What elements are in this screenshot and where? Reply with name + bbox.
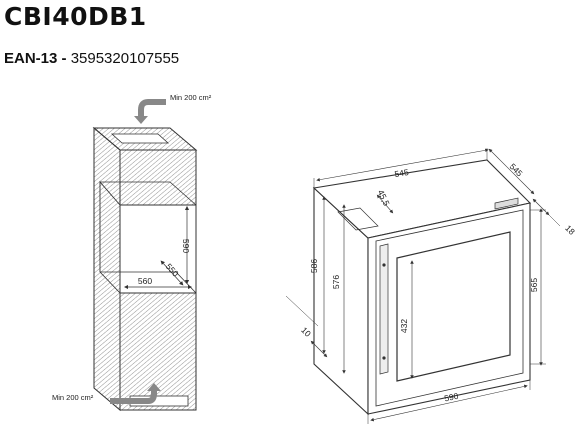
cabinet-side-panel xyxy=(93,126,121,412)
niche-width-label: 560 xyxy=(138,276,152,286)
door-height-label: 565 xyxy=(529,278,539,292)
model-title: CBI40DB1 xyxy=(4,2,147,31)
door-inner-frame xyxy=(375,209,524,407)
top-vent-label: Min 200 cm² xyxy=(170,93,212,102)
depth-side-label: 545 xyxy=(508,161,525,178)
depth-top-label: 545 xyxy=(394,167,410,179)
hinge-bracket xyxy=(494,197,519,210)
top-vent-opening xyxy=(110,133,170,144)
glass-panel xyxy=(396,231,511,382)
glass-height-label: 432 xyxy=(399,319,409,333)
ean-value: 3595320107555 xyxy=(70,50,180,67)
top-vent-arrow xyxy=(138,99,166,116)
door-handle xyxy=(379,243,389,375)
niche-height-label: 590 xyxy=(181,239,191,253)
ean-row: EAN-13 - 3595320107555 xyxy=(4,50,179,67)
inner-height-label: 576 xyxy=(331,275,341,289)
bottom-vent-label: Min 200 cm² xyxy=(52,393,94,402)
appliance-drawing: 545 545 45,5 18 586 576 565 10 432 xyxy=(285,148,577,424)
cabinet-niche-drawing: 590 560 550 Min 200 cm² Min 200 cm² xyxy=(52,93,212,412)
width-label: 590 xyxy=(443,391,459,404)
ean-label: EAN-13 - xyxy=(4,50,67,67)
cabinet-lower-front xyxy=(119,292,197,411)
plinth-gap-label: 10 xyxy=(299,325,313,339)
door-thickness-label: 18 xyxy=(563,223,577,237)
bottom-vent-arrow xyxy=(110,390,157,404)
cabinet-upper-front xyxy=(119,149,197,206)
body-height-label: 586 xyxy=(309,259,319,273)
